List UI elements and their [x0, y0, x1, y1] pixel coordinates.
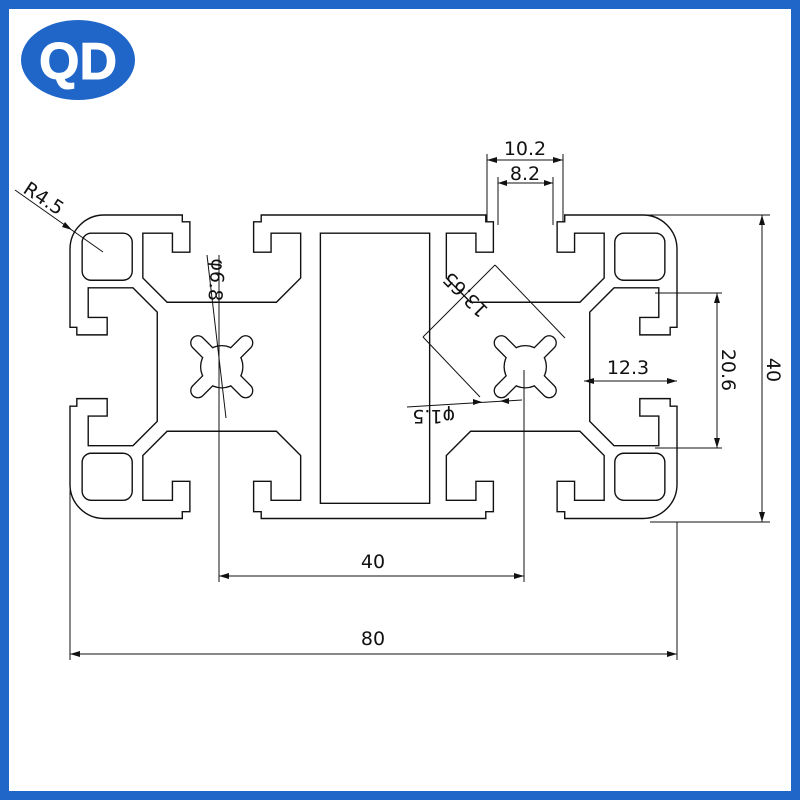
dimension-center-distance: 40: [218, 255, 525, 582]
dimension-overall-width: 80: [69, 490, 678, 660]
dimension-corner-radius: R4.5: [14, 178, 104, 253]
label-8-2: 8.2: [510, 163, 540, 185]
label-40-horizontal: 40: [361, 551, 385, 573]
core-hole: [492, 334, 558, 400]
profile-outline: [70, 215, 677, 519]
corner-hollow: [615, 233, 665, 280]
label-10-2: 10.2: [504, 138, 546, 160]
center-hollow: [320, 233, 429, 503]
dimension-small-hole: φ1.5: [406, 398, 523, 427]
qd-logo: QD: [21, 20, 135, 100]
label-20-6: 20.6: [717, 349, 739, 391]
label-40-vertical: 40: [762, 358, 784, 382]
dimension-core-hole: φ6.8: [203, 254, 229, 419]
core-hole: [189, 334, 255, 400]
label-12-3: 12.3: [607, 357, 649, 379]
corner-hollow: [615, 453, 665, 500]
label-phi-6-8: φ6.8: [203, 258, 229, 303]
corner-hollow: [82, 233, 132, 280]
label-r4-5: R4.5: [19, 178, 67, 220]
label-phi-1-5: φ1.5: [412, 405, 455, 427]
dimension-slot-width: 10.2 8.2: [486, 138, 564, 225]
dimension-height: 40: [640, 214, 784, 523]
label-80: 80: [361, 628, 385, 650]
profile-outer-contour: [70, 215, 677, 519]
dimension-slot-depth: 12.3: [584, 357, 677, 384]
corner-hollow: [82, 453, 132, 500]
dimension-slot-inner-height: 20.6: [655, 292, 739, 449]
logo-text: QD: [39, 33, 117, 91]
